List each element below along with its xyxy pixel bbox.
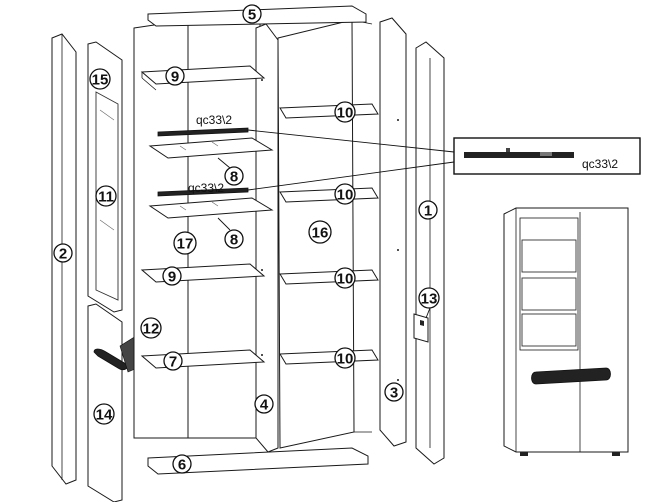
svg-text:8: 8: [230, 232, 238, 249]
hinge-plate: [413, 313, 429, 343]
callout-10-a: 10: [334, 101, 356, 123]
callout-4: 4: [254, 394, 274, 414]
callout-1: 1: [418, 200, 438, 220]
glass-shelf-upper: [148, 137, 274, 159]
hardware-code-upper: qc33\2: [196, 113, 232, 127]
svg-text:2: 2: [59, 246, 67, 263]
svg-text:10: 10: [337, 351, 354, 368]
assembled-cabinet: [503, 207, 629, 456]
callout-8-upper: 8: [224, 166, 244, 186]
svg-text:12: 12: [143, 321, 160, 338]
svg-text:17: 17: [177, 236, 194, 253]
svg-text:8: 8: [230, 169, 238, 186]
door-right: [415, 41, 445, 465]
svg-text:10: 10: [337, 187, 354, 204]
callout-5: 5: [242, 4, 262, 24]
callout-11: 11: [95, 185, 117, 207]
svg-text:1: 1: [424, 203, 432, 220]
callout-2: 2: [53, 243, 73, 263]
side-panel-right: [379, 17, 407, 447]
svg-text:10: 10: [337, 105, 354, 122]
svg-text:7: 7: [169, 354, 177, 371]
leader-lines: [217, 129, 455, 319]
hardware-bar-upper: [157, 127, 249, 137]
bottom-panel: [147, 447, 369, 475]
svg-text:4: 4: [260, 397, 269, 414]
hardware-detail-box: [453, 137, 641, 175]
hardware-bar-lower: [157, 187, 249, 197]
hardware-code-detail: qc33\2: [582, 157, 618, 171]
callout-8-lower: 8: [224, 229, 244, 249]
callout-3: 3: [384, 382, 404, 402]
svg-text:5: 5: [248, 7, 256, 24]
lower-door: [87, 303, 128, 502]
svg-text:13: 13: [421, 291, 438, 308]
middle-divider: [255, 23, 279, 453]
callout-7: 7: [163, 351, 183, 371]
callout-9-upper: 9: [165, 66, 185, 86]
glass-shelf-lower: [148, 197, 274, 219]
callout-14: 14: [93, 403, 115, 425]
callout-10-c: 10: [334, 267, 356, 289]
svg-text:6: 6: [178, 457, 186, 474]
svg-text:11: 11: [98, 189, 114, 206]
callout-6: 6: [172, 454, 192, 474]
callout-10-b: 10: [334, 183, 356, 205]
callout-12: 12: [140, 317, 162, 339]
callout-15: 15: [89, 68, 111, 90]
svg-text:3: 3: [390, 385, 398, 402]
hardware-code-lower: qc33\2: [188, 181, 224, 195]
svg-text:9: 9: [171, 69, 179, 86]
svg-text:14: 14: [96, 407, 113, 424]
callout-17: 17: [173, 231, 197, 255]
svg-text:15: 15: [92, 72, 109, 89]
back-panel: [133, 19, 261, 439]
callout-9-lower: 9: [162, 266, 182, 286]
callout-10-d: 10: [334, 347, 356, 369]
callout-16: 16: [308, 220, 332, 244]
svg-text:16: 16: [312, 225, 329, 242]
callout-13: 13: [418, 287, 440, 309]
svg-text:9: 9: [168, 269, 176, 286]
svg-text:10: 10: [337, 271, 354, 288]
